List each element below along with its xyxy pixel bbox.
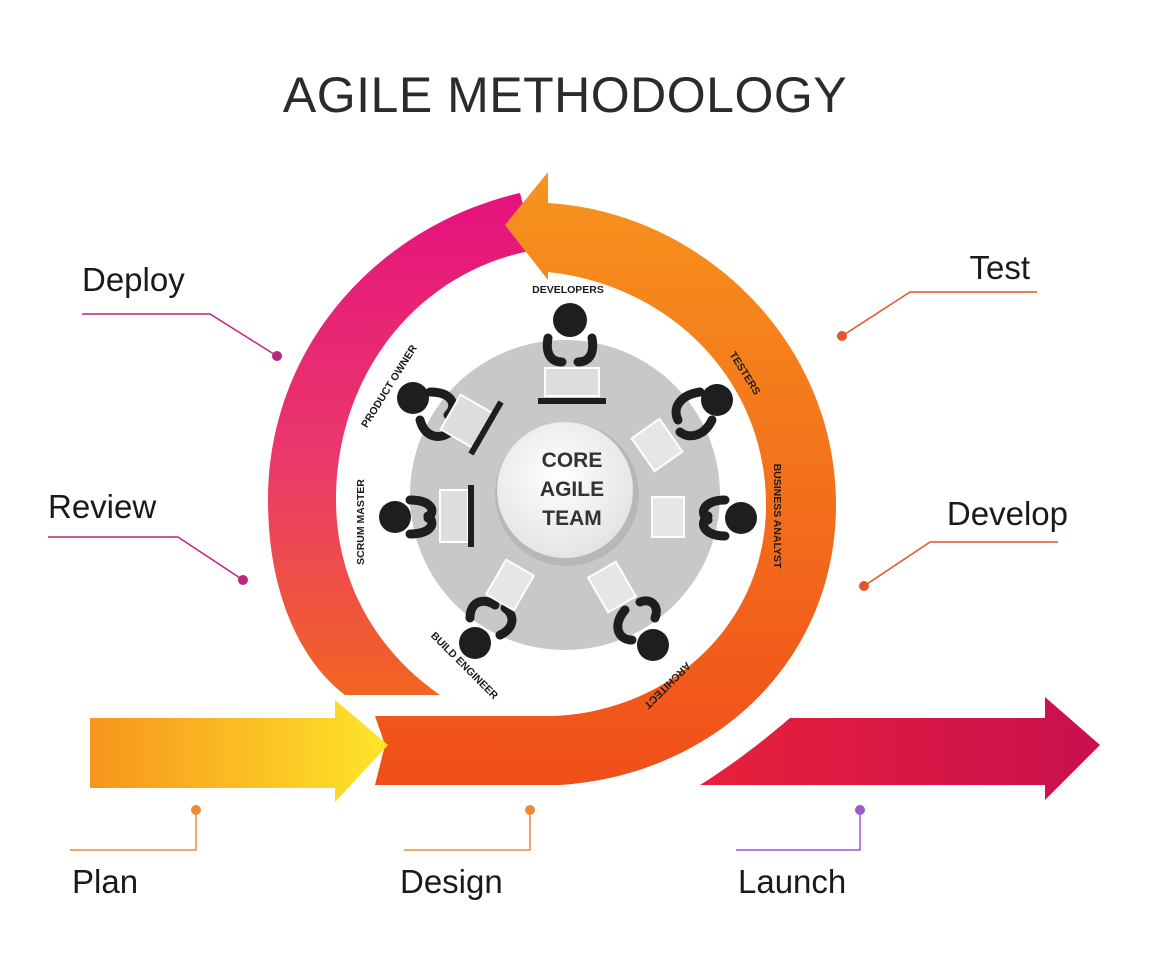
core-label-line-3: TEAM: [542, 507, 602, 530]
build-engineer-person-icon: [459, 627, 491, 659]
product-owner-seat: [397, 382, 504, 456]
plan-arrow: [90, 700, 388, 802]
build-engineer-seat: [459, 558, 536, 659]
phase-label-launch: Launch: [738, 863, 846, 900]
product-owner-person-icon: [397, 382, 429, 414]
leader-review: [48, 536, 248, 585]
developers-person-icon: [553, 303, 587, 337]
testers-person-icon: [701, 384, 733, 416]
architect-person-icon: [637, 629, 669, 661]
leader-plan: [70, 805, 201, 851]
phase-label-deploy: Deploy: [82, 261, 185, 298]
architect-arms-icon: [613, 596, 661, 645]
leader-develop: [859, 541, 1058, 591]
product-owner-desk-edge: [468, 400, 504, 456]
developers-seat: [538, 303, 606, 404]
developers-desk-edge: [538, 398, 606, 404]
business-analyst-document-icon: [651, 496, 685, 538]
cycle-band-right: [375, 172, 836, 785]
phase-label-design: Design: [400, 863, 503, 900]
launch-arrow: [700, 697, 1100, 800]
phase-label-test: Test: [969, 249, 1030, 286]
business-analyst-person-icon: [725, 502, 757, 534]
business-analyst-seat: [651, 495, 757, 541]
developers-laptop-icon: [544, 367, 600, 397]
developers-arms-icon: [542, 333, 598, 367]
scrum-master-seat: [379, 485, 474, 547]
core-label-line-1: CORE: [542, 449, 603, 472]
testers-seat: [630, 384, 733, 473]
scrum-master-person-icon: [379, 501, 411, 533]
leader-launch: [736, 805, 865, 851]
leader-deploy: [82, 313, 282, 361]
phase-label-review: Review: [48, 488, 156, 525]
build-engineer-document-icon: [484, 558, 536, 612]
architect-seat: [586, 560, 669, 661]
scrum-master-laptop-icon: [439, 489, 469, 543]
phase-label-plan: Plan: [72, 863, 138, 900]
diagram-title: AGILE METHODOLOGY: [283, 67, 847, 123]
core-label-line-2: AGILE: [540, 478, 604, 501]
leader-test: [837, 291, 1037, 341]
phase-label-develop: Develop: [947, 495, 1068, 532]
scrum-master-desk-edge: [468, 485, 474, 547]
build-engineer-arms-icon: [465, 596, 517, 640]
business-analyst-arms-icon: [699, 495, 730, 541]
role-label-developers: DEVELOPERS: [532, 284, 604, 296]
cycle-band-left: [268, 193, 535, 695]
role-label-business-analyst: BUSINESS ANALYST: [771, 464, 783, 569]
testers-document-icon: [630, 417, 684, 473]
role-label-scrum-master: SCRUM MASTER: [355, 479, 367, 565]
scrum-master-arms-icon: [405, 495, 437, 539]
leader-design: [404, 805, 535, 851]
testers-arms-icon: [671, 387, 717, 441]
core-circle: [497, 422, 633, 558]
architect-document-icon: [586, 560, 638, 614]
